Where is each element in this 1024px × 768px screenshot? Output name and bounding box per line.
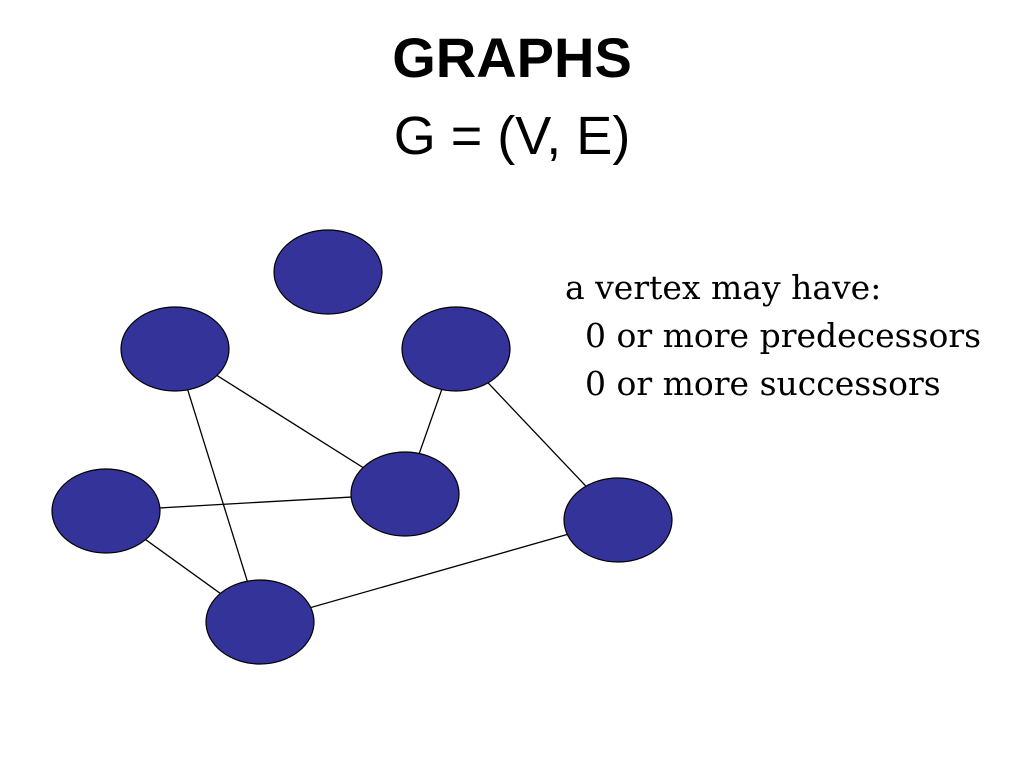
vertex [563,477,673,563]
slide-title: GRAPHS [392,26,632,89]
vertex [120,306,230,392]
vertex-note: a vertex may have: 0 or more predecessor… [565,264,1015,408]
note-item-successors: 0 or more successors [585,364,941,403]
edge [259,519,619,623]
vertex [401,306,511,392]
vertex [350,451,460,537]
vertex-group [51,229,673,665]
note-heading: a vertex may have: [565,268,882,307]
edge [174,348,261,623]
slide-subtitle: G = (V, E) [393,106,631,166]
vertex [273,229,383,315]
vertex [51,468,161,554]
note-item-predecessors: 0 or more predecessors [585,316,982,355]
vertex [205,579,315,665]
